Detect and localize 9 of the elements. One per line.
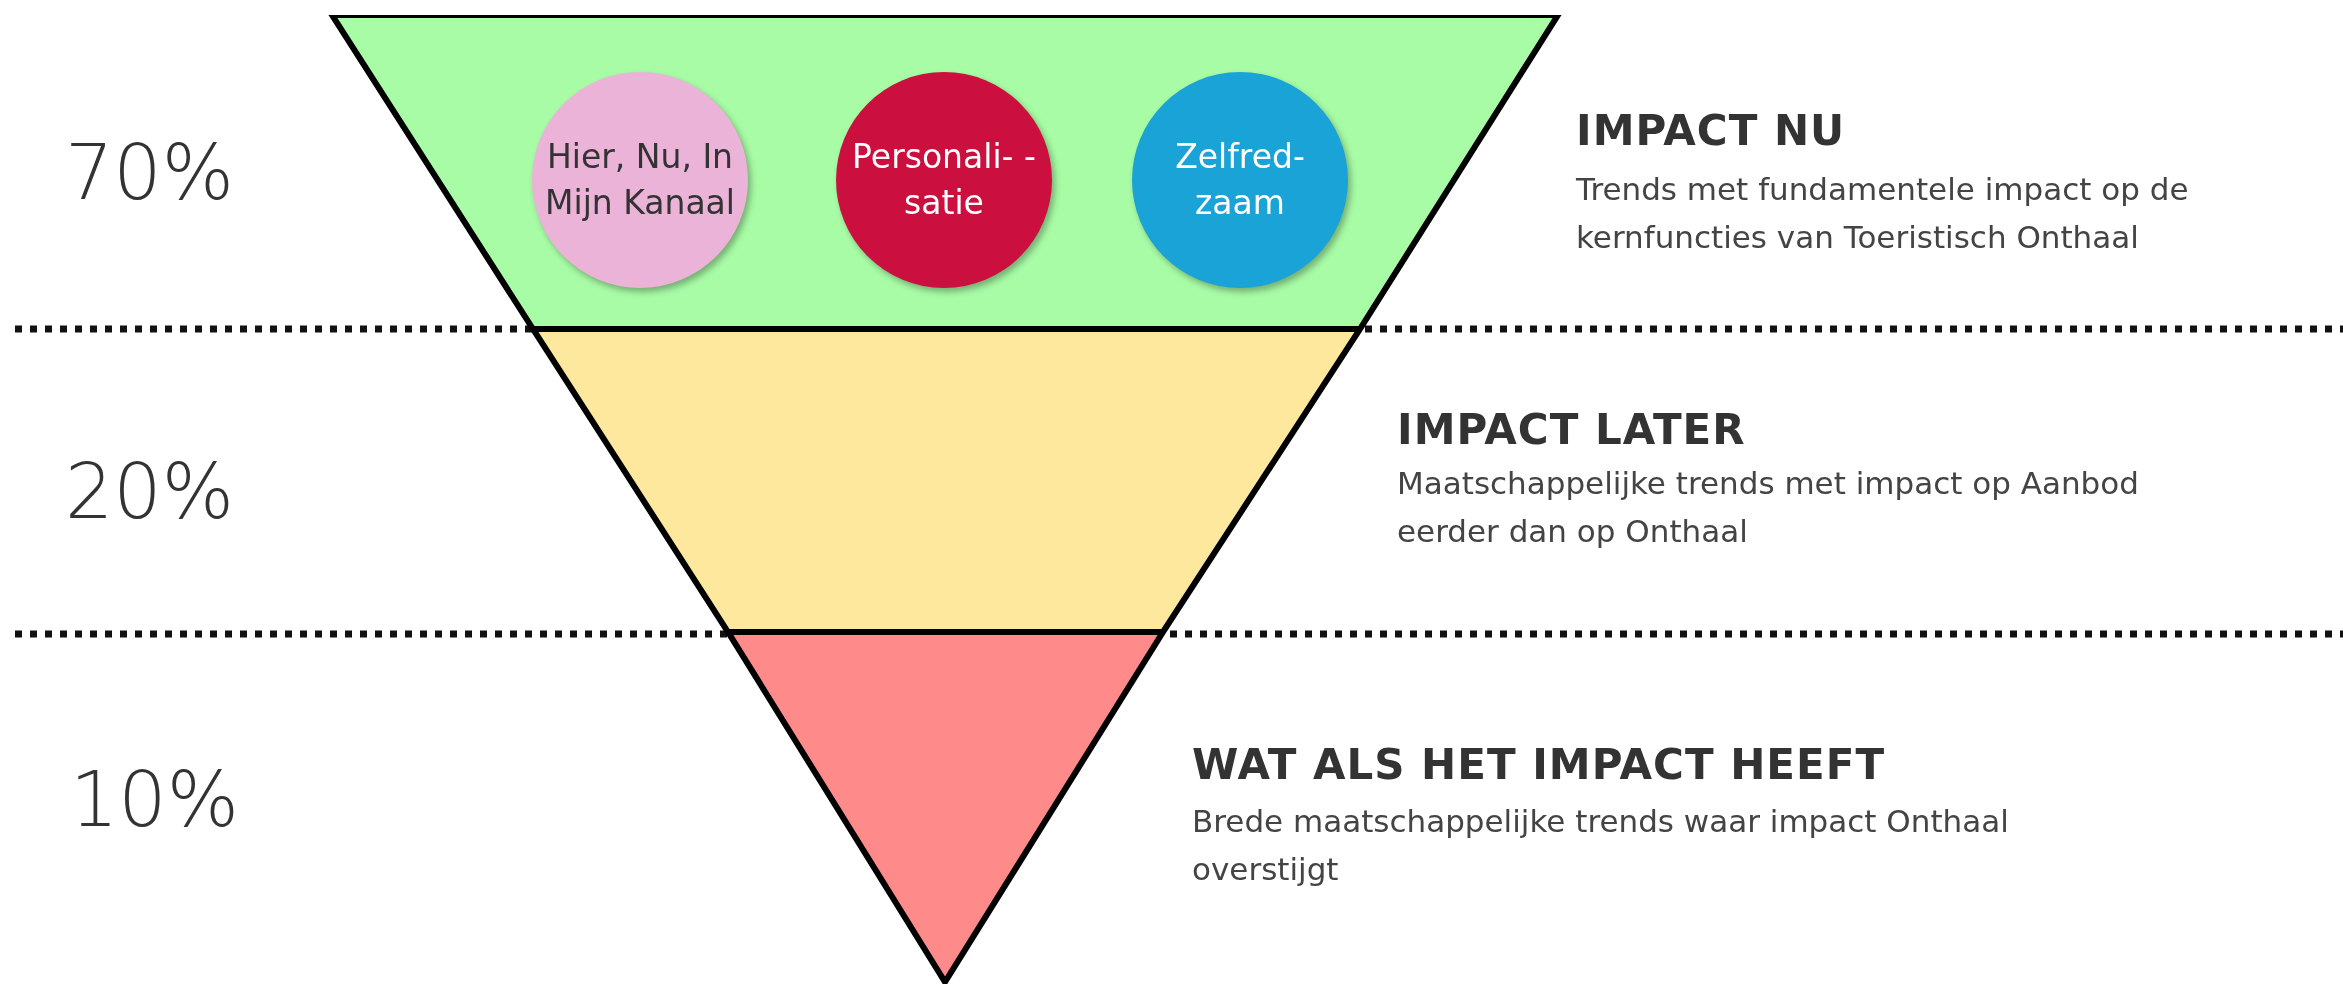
percentage-label: 20% [65,454,234,530]
percentage-label: 70% [65,135,234,211]
heading: WAT ALS HET IMPACT HEEFT [1192,744,1886,786]
description: Maatschappelijke trends met impact op Aanbod eerder dan op Onthaal [1397,464,2140,552]
description: Trends met fundamentele impact op de kernfuncties van Toeristisch Onthaal [1576,170,2190,258]
heading: IMPACT LATER [1397,409,1746,451]
description: Brede maatschappelijke trends waar impact Onthaal overstijgt [1192,802,2010,890]
heading: IMPACT NU [1576,110,1846,152]
percentage-label: 10% [70,762,239,838]
